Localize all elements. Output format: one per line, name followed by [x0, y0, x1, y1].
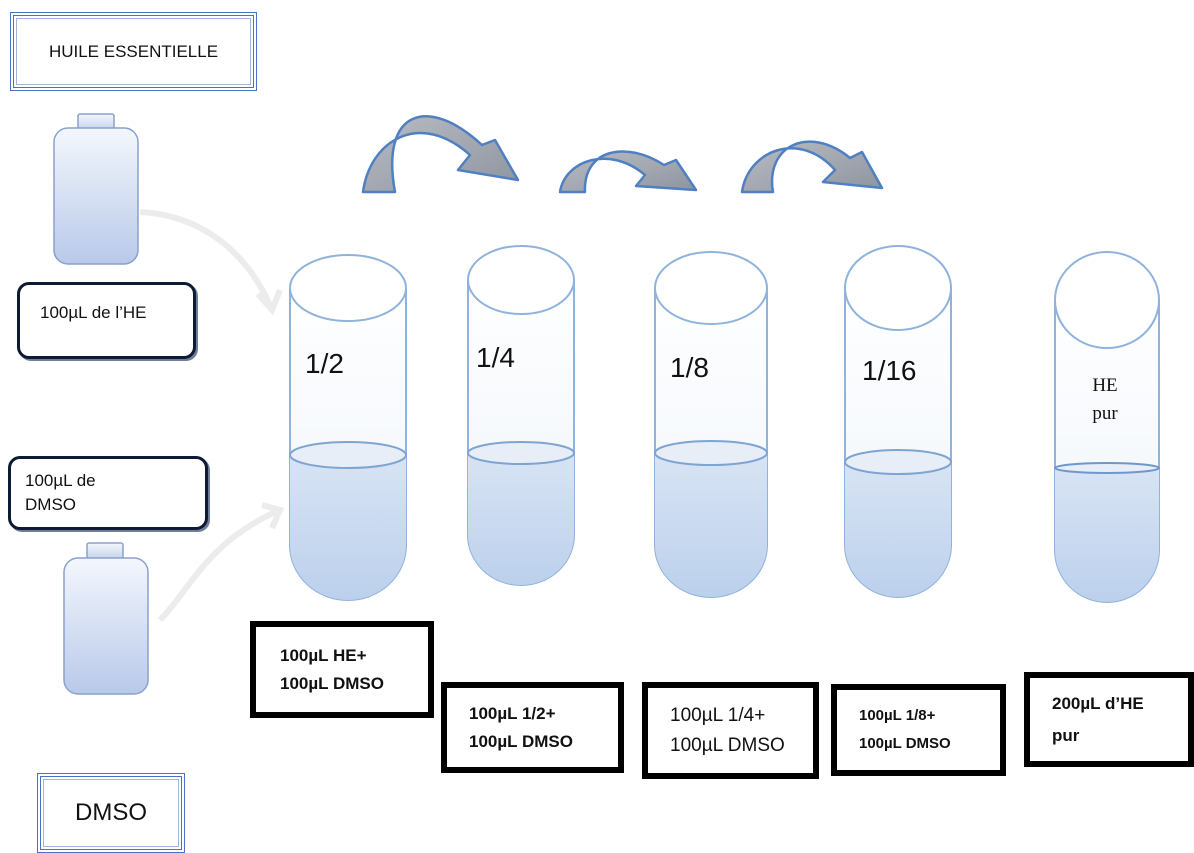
dilution-arrow-1-icon — [361, 115, 520, 194]
tube-3-label: 1/8 — [670, 352, 709, 383]
dilution-arrow-2-icon — [558, 150, 698, 194]
tube-5-label-line1: HE — [1092, 375, 1118, 396]
tube-3-content-line1: 100µL 1/4+ — [670, 704, 766, 726]
dmso-volume-box: 100µL de DMSO — [8, 456, 208, 530]
oil-title-box: HUILE ESSENTIELLE — [10, 12, 257, 91]
tube-5-content-line2: pur — [1052, 725, 1080, 745]
tube-4-icon — [844, 245, 952, 598]
oil-bottle-icon — [53, 113, 139, 265]
tube-1-content-box: 100µL HE+ 100µL DMSO — [250, 621, 434, 718]
oil-transfer-arrow-icon — [139, 209, 283, 316]
tube-1-icon — [289, 254, 407, 601]
tube-4-label: 1/16 — [862, 355, 917, 386]
tube-5-label-line2: pur — [1092, 403, 1118, 424]
tube-2-icon — [467, 245, 575, 586]
tube-4-content-box: 100µL 1/8+ 100µL DMSO — [831, 684, 1006, 776]
tube-3-content-line2: 100µL DMSO — [670, 734, 785, 756]
tube-1-label: 1/2 — [305, 348, 344, 379]
tube-1-content-line2: 100µL DMSO — [280, 673, 384, 693]
dmso-title: DMSO — [75, 799, 147, 826]
tube-4-content-line1: 100µL 1/8+ — [859, 707, 936, 724]
tube-5-content-line1: 200µL d’HE — [1052, 693, 1144, 713]
dilution-arrow-3-icon — [740, 140, 884, 194]
tube-3-content-box: 100µL 1/4+ 100µL DMSO — [642, 682, 819, 779]
tube-1-content-line1: 100µL HE+ — [280, 645, 367, 665]
tube-2-content-line1: 100µL 1/2+ — [469, 703, 556, 723]
tube-4-content-line2: 100µL DMSO — [859, 735, 951, 752]
tube-5-content-box: 200µL d’HE pur — [1024, 672, 1194, 767]
tube-5-icon — [1054, 251, 1160, 603]
dmso-volume-label-line2: DMSO — [25, 495, 76, 514]
oil-volume-box: 100µL de l’HE — [17, 282, 196, 359]
tube-3-icon — [654, 251, 768, 598]
dmso-title-box: DMSO — [37, 773, 185, 853]
oil-volume-label: 100µL de l’HE — [40, 303, 147, 322]
dmso-volume-label-line1: 100µL de — [25, 471, 96, 490]
oil-title: HUILE ESSENTIELLE — [48, 41, 219, 61]
tube-2-content-box: 100µL 1/2+ 100µL DMSO — [441, 682, 624, 773]
tube-5-label: HE pur — [1085, 372, 1125, 428]
tube-2-content-line2: 100µL DMSO — [469, 731, 573, 751]
tube-2-label: 1/4 — [476, 342, 515, 373]
dmso-bottle-icon — [63, 542, 149, 695]
dmso-transfer-arrow-icon — [157, 502, 285, 623]
